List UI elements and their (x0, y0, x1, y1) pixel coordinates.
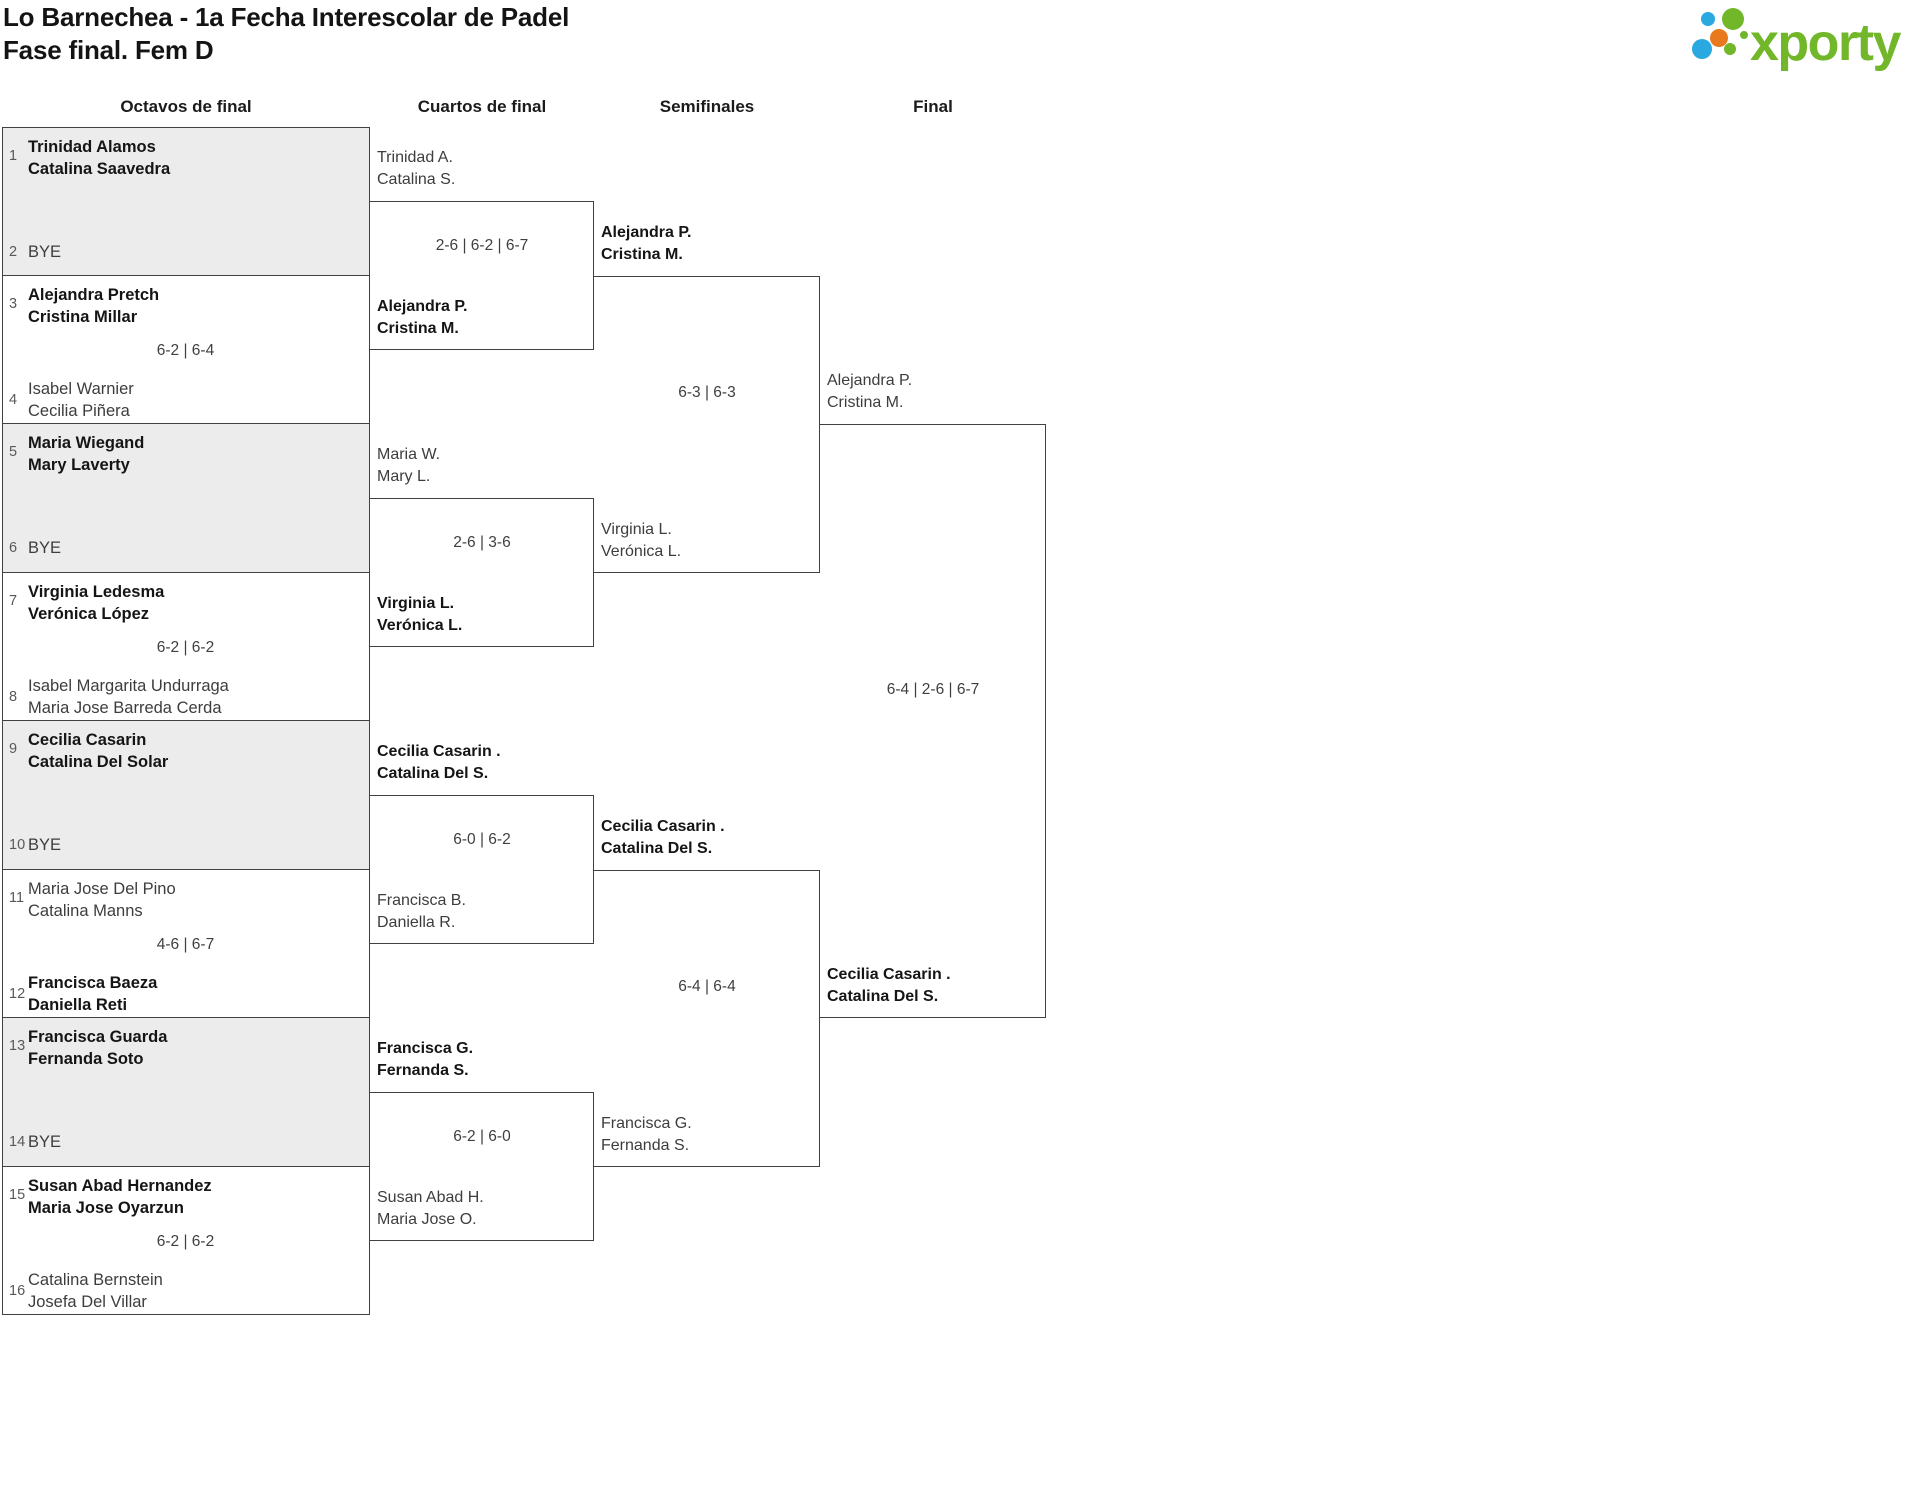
seed-number: 15 (9, 1186, 26, 1203)
team-name: Virginia L.Verónica L. (377, 594, 463, 634)
team-name: Cecilia Casarin .Catalina Del S. (827, 966, 951, 1005)
match-box (370, 201, 594, 350)
logo-dot-blue-small-icon (1701, 12, 1715, 26)
seed-number: 10 (9, 836, 26, 853)
team-name: Alejandra P.Cristina M. (601, 223, 692, 263)
match-score: 6-2 | 6-2 (156, 638, 215, 656)
team-name: Cecilia Casarin .Catalina Del S. (601, 817, 725, 857)
logo-dot-green-tiny-icon (1740, 31, 1748, 39)
round-header-octavos: Octavos de final (120, 97, 252, 116)
seed-number: 16 (9, 1283, 26, 1299)
seed-number: 7 (9, 592, 18, 609)
bye-label: BYE (28, 835, 62, 854)
page-title-line2: Fase final. Fem D (3, 35, 214, 65)
match-box (370, 1092, 594, 1241)
page-title: Lo Barnechea - 1a Fecha Interescolar de … (3, 1, 569, 67)
seed-number: 14 (9, 1133, 26, 1150)
seed-number: 9 (9, 741, 18, 757)
team-name: Francisca G.Fernanda S. (601, 1114, 692, 1154)
match-score: 6-2 | 6-2 (156, 1232, 215, 1250)
page-title-line1: Lo Barnechea - 1a Fecha Interescolar de … (3, 2, 570, 32)
team-name: Francisca G.Fernanda S. (377, 1040, 474, 1080)
match-score: 2-6 | 3-6 (453, 534, 511, 552)
round-header-final: Final (913, 97, 953, 116)
match-box (594, 869, 820, 1167)
match-score: 6-2 | 6-4 (156, 341, 215, 359)
seed-number: 2 (9, 243, 18, 260)
team-name: Cecilia Casarin .Catalina Del S. (377, 743, 501, 783)
team-name: Maria W.Mary L. (377, 446, 441, 486)
xporty-logo-text: xporty (1750, 14, 1901, 72)
match-score: 6-4 | 2-6 | 6-7 (886, 681, 980, 698)
logo-dot-orange-icon (1710, 29, 1728, 47)
bye-label: BYE (28, 538, 62, 557)
seed-number: 1 (9, 148, 18, 164)
seed-number: 11 (9, 889, 25, 906)
match-box (370, 498, 594, 647)
match-box (370, 795, 594, 944)
match-score: 6-4 | 6-4 (678, 977, 736, 995)
logo-dot-blue-large-icon (1692, 39, 1712, 59)
logo-dot-green-large-icon (1722, 8, 1744, 30)
seed-number: 5 (9, 444, 18, 460)
seed-number: 4 (9, 392, 18, 408)
seed-number: 6 (9, 539, 18, 556)
seed-number: 13 (9, 1038, 26, 1054)
round-header-cuartos: Cuartos de final (417, 97, 547, 116)
match-box (594, 275, 820, 573)
match-score: 6-3 | 6-3 (678, 383, 736, 401)
match-score: 6-2 | 6-0 (453, 1128, 511, 1146)
round-header-semifinales: Semifinales (659, 97, 755, 116)
team-name: Virginia L.Verónica L. (601, 520, 682, 560)
logo-dot-green-small-icon (1724, 43, 1736, 55)
match-box (820, 424, 1046, 1018)
match-score: 2-6 | 6-2 | 6-7 (435, 237, 529, 255)
team-name: Francisca B.Daniella R. (377, 891, 466, 931)
seed-number: 12 (9, 986, 26, 1002)
bye-label: BYE (28, 242, 62, 261)
match-score: 6-0 | 6-2 (453, 831, 511, 849)
seed-number: 3 (9, 295, 18, 312)
xporty-logo: xporty (1690, 4, 1920, 78)
team-name: Trinidad A.Catalina S. (377, 149, 456, 189)
match-score: 4-6 | 6-7 (156, 935, 215, 953)
team-name: Alejandra P.Cristina M. (377, 297, 468, 337)
team-name: Alejandra P.Cristina M. (827, 372, 913, 411)
team-name: Susan Abad H.Maria Jose O. (377, 1188, 484, 1228)
seed-number: 8 (9, 689, 18, 705)
bye-label: BYE (28, 1132, 62, 1151)
